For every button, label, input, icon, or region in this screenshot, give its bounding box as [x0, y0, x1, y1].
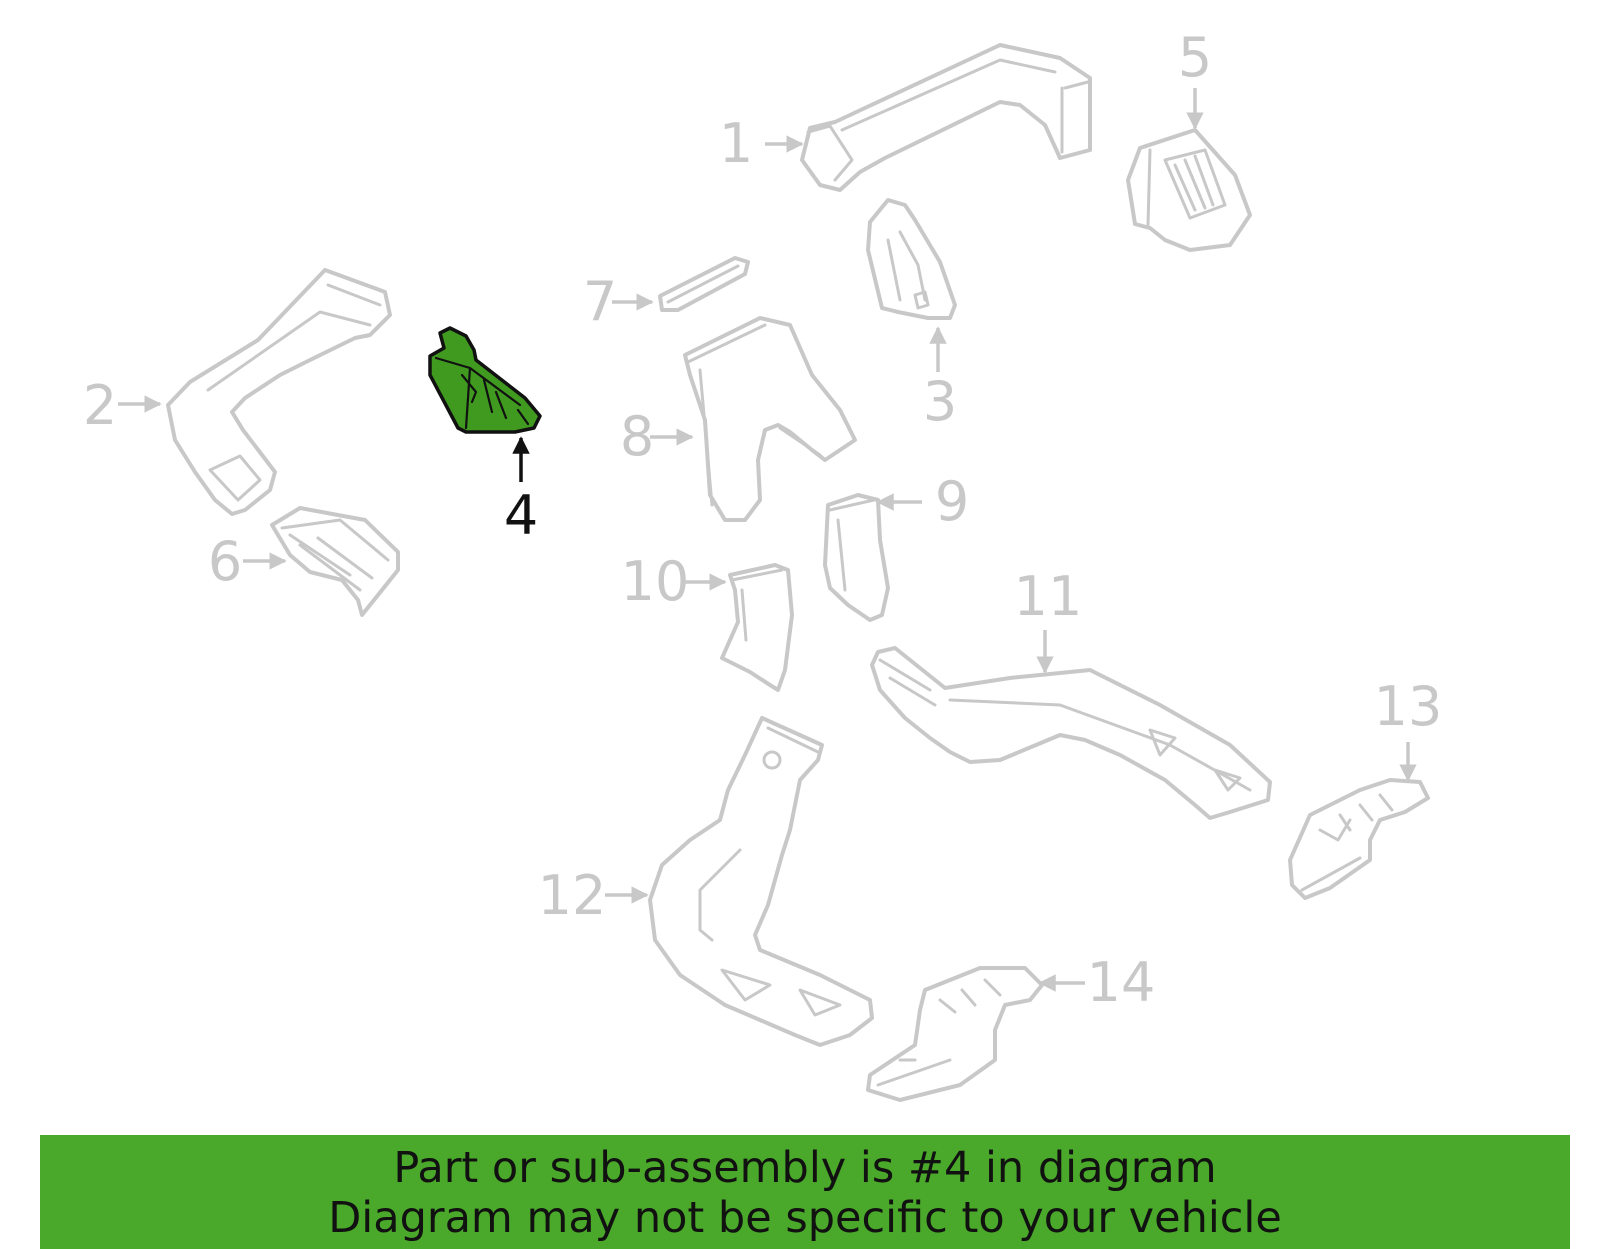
part-7-strip[interactable] — [658, 256, 750, 312]
callout-12: 12 — [538, 864, 649, 927]
part-12-duct[interactable] — [648, 716, 874, 1047]
callout-5: 5 — [1178, 26, 1212, 130]
part-2-duct[interactable] — [166, 268, 392, 516]
callout-12-number: 12 — [538, 864, 607, 927]
callout-14: 14 — [1038, 951, 1156, 1014]
callout-14-number: 14 — [1087, 951, 1156, 1014]
callout-3: 3 — [923, 326, 957, 433]
callout-2: 2 — [83, 374, 162, 437]
callout-7: 7 — [583, 270, 654, 333]
part-14-duct[interactable] — [866, 966, 1044, 1102]
callout-11: 11 — [1014, 565, 1083, 674]
callout-4: 4 — [504, 436, 538, 547]
callout-7-number: 7 — [583, 270, 617, 333]
part-6-vent[interactable] — [270, 506, 400, 617]
callout-10: 10 — [621, 550, 727, 613]
callout-1-number: 1 — [719, 112, 753, 175]
callout-6-number: 6 — [208, 530, 242, 593]
callout-13-number: 13 — [1374, 675, 1443, 738]
banner-line-disclaimer: Diagram may not be specific to your vehi… — [328, 1193, 1282, 1243]
callout-4-number: 4 — [504, 484, 538, 547]
callout-5-number: 5 — [1178, 26, 1212, 89]
callout-2-number: 2 — [83, 374, 117, 437]
part-5-vent[interactable] — [1126, 128, 1252, 252]
callout-3-number: 3 — [923, 370, 957, 433]
info-banner: Part or sub-assembly is #4 in diagram Di… — [40, 1135, 1570, 1249]
part-4-duct[interactable] — [428, 326, 542, 434]
callout-10-number: 10 — [621, 550, 690, 613]
banner-line-part-number: Part or sub-assembly is #4 in diagram — [393, 1143, 1217, 1193]
callout-11-number: 11 — [1014, 565, 1083, 628]
callout-1: 1 — [719, 112, 804, 175]
part-3-vent[interactable] — [866, 198, 957, 320]
callout-13: 13 — [1374, 675, 1443, 782]
part-1-duct[interactable] — [800, 43, 1092, 192]
callout-9: 9 — [876, 470, 969, 533]
callout-6: 6 — [208, 530, 287, 593]
part-10-duct[interactable] — [720, 563, 794, 692]
part-8-duct[interactable] — [683, 316, 857, 522]
callout-8: 8 — [620, 405, 694, 468]
callout-8-number: 8 — [620, 405, 654, 468]
part-11-duct[interactable] — [870, 646, 1272, 820]
part-13-duct[interactable] — [1288, 778, 1430, 900]
callout-9-number: 9 — [935, 470, 969, 533]
part-9-duct[interactable] — [823, 493, 890, 622]
